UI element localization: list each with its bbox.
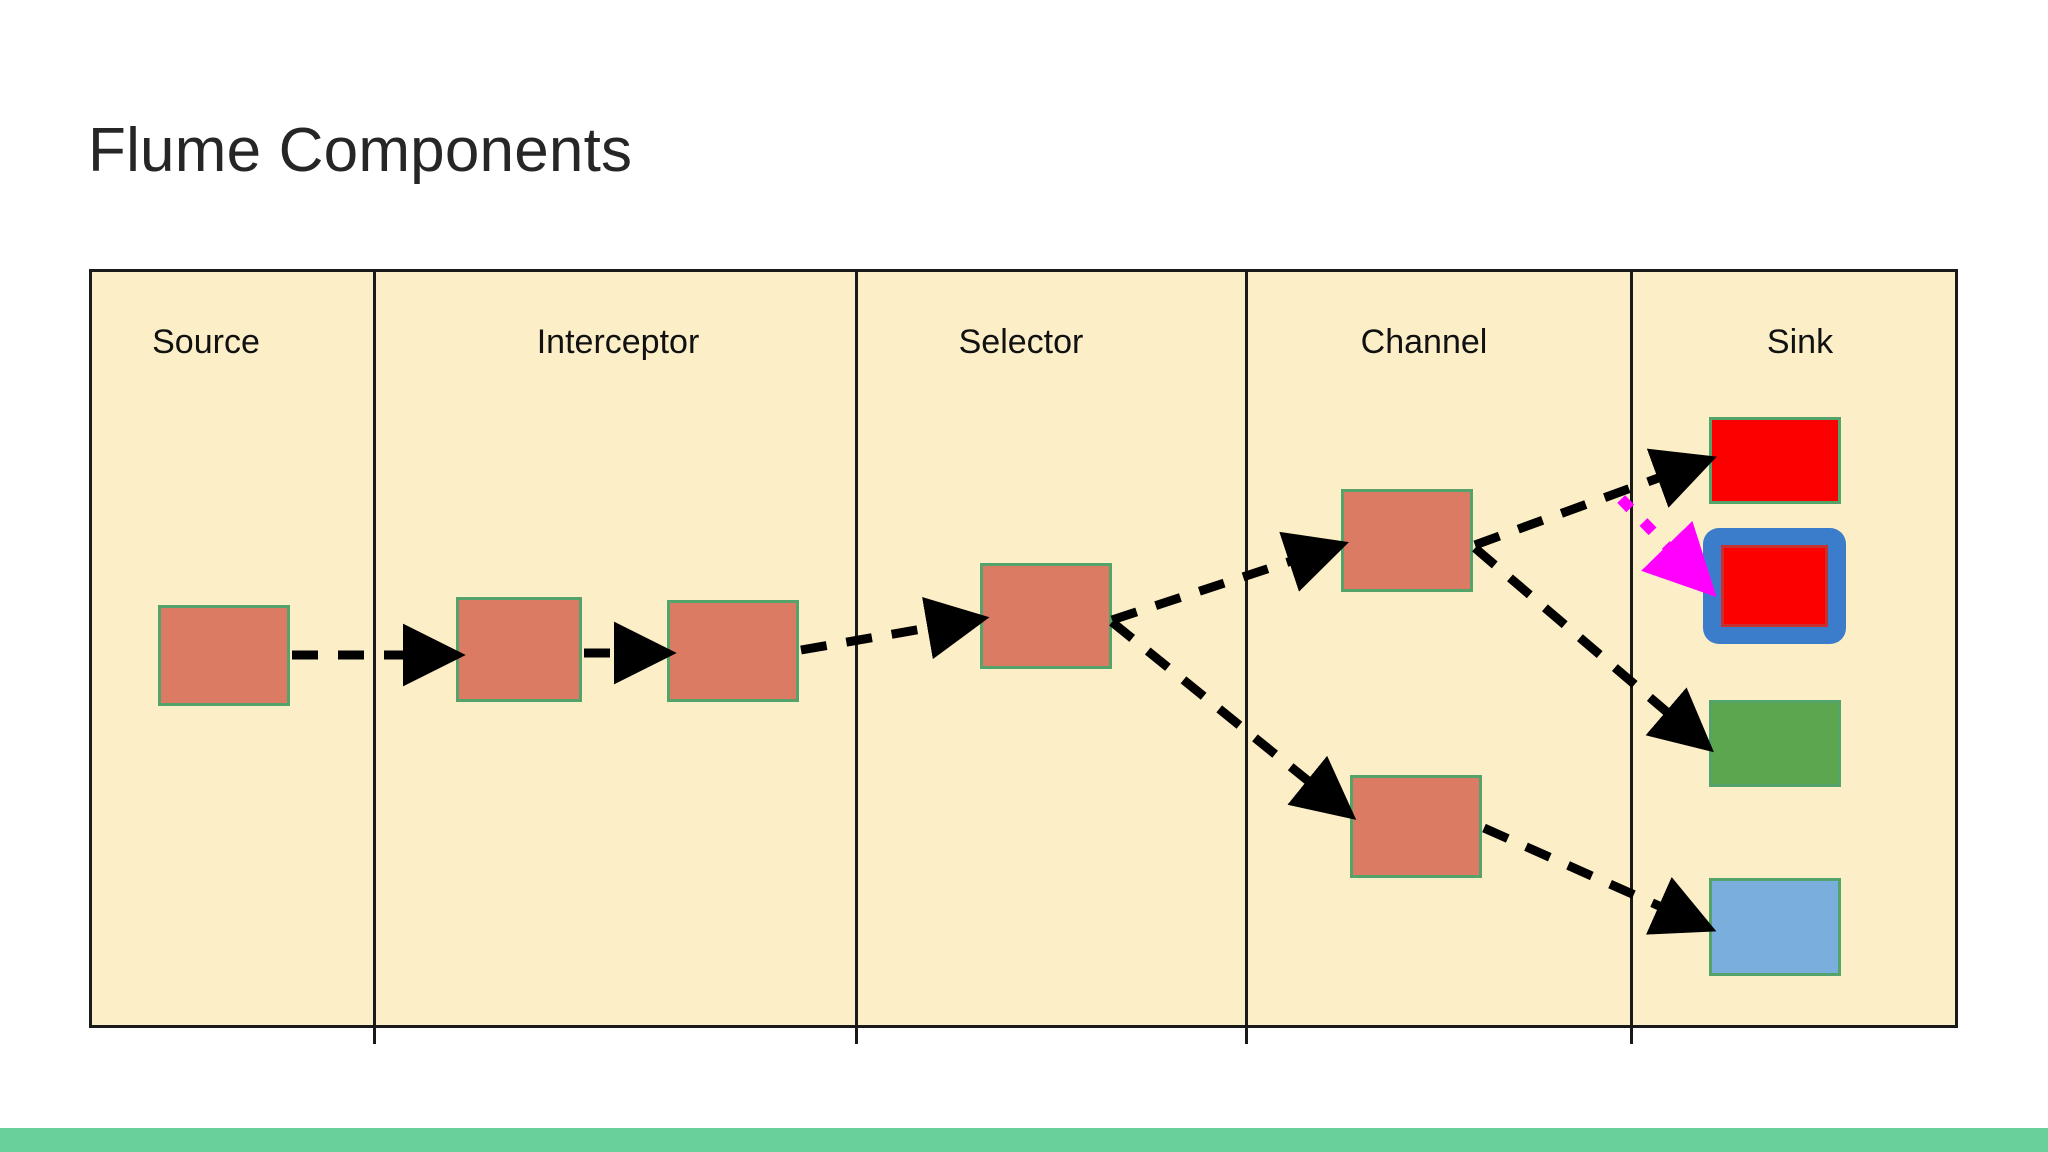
column-header-source: Source — [152, 323, 260, 361]
node-channel-bottom[interactable] — [1350, 775, 1482, 878]
node-interceptor-2[interactable] — [667, 600, 799, 702]
column-divider-3 — [1245, 269, 1248, 1044]
node-interceptor-1[interactable] — [456, 597, 582, 702]
page-title: Flume Components — [88, 116, 633, 185]
node-sink-red[interactable] — [1709, 417, 1841, 504]
column-divider-1 — [373, 269, 376, 1044]
column-header-selector: Selector — [958, 323, 1084, 361]
column-divider-2 — [855, 269, 858, 1044]
node-sink-green[interactable] — [1709, 700, 1841, 787]
column-header-sink: Sink — [1766, 323, 1834, 361]
node-source[interactable] — [158, 605, 290, 706]
node-sink-blue[interactable] — [1709, 878, 1841, 976]
node-channel-top[interactable] — [1341, 489, 1473, 592]
node-sink-red-selected[interactable] — [1721, 545, 1828, 627]
column-divider-4 — [1630, 269, 1633, 1044]
column-header-interceptor: Interceptor — [536, 323, 700, 361]
node-selector[interactable] — [980, 563, 1112, 669]
column-header-channel: Channel — [1360, 323, 1488, 361]
bottom-accent-bar — [0, 1128, 2048, 1152]
